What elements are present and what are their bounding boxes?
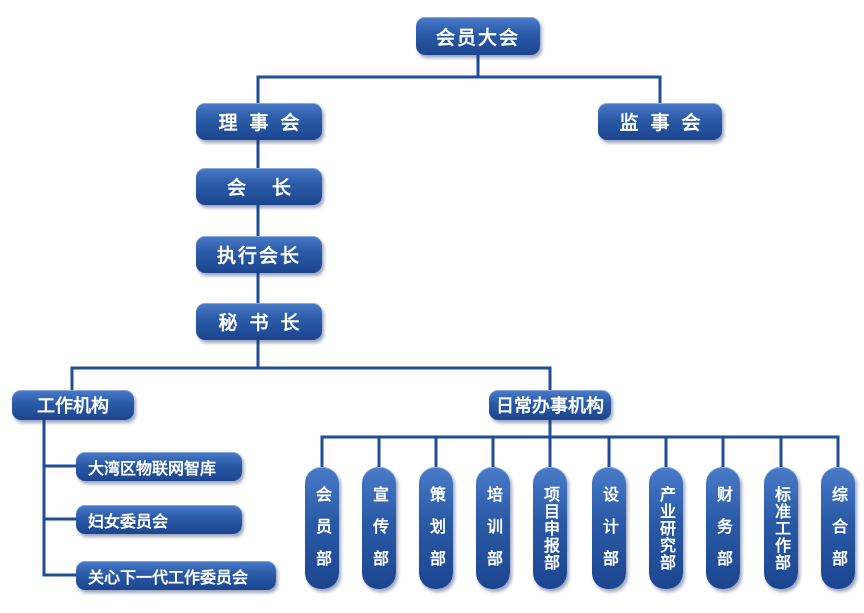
department-item: 财务部 [706,467,740,589]
node-council: 理事会 [196,103,322,140]
node-secretary-general: 秘书长 [196,303,322,340]
node-working-bodies: 工作机构 [12,390,134,420]
working-body-item: 关心下一代工作委员会 [76,561,276,590]
department-item: 培训部 [476,467,510,589]
department-item: 产业研究部 [649,467,683,589]
department-item: 策划部 [419,467,453,589]
working-body-item: 大湾区物联网智库 [76,452,242,481]
node-supervisory-board: 监事会 [598,103,722,140]
department-item: 项目申报部 [533,467,567,589]
node-president: 会长 [196,168,322,205]
node-daily-offices: 日常办事机构 [489,390,611,420]
node-executive-president: 执行会长 [196,236,322,273]
department-item: 会员部 [305,467,339,589]
department-item: 宣传部 [362,467,396,589]
department-item: 设计部 [592,467,626,589]
node-general-assembly: 会员大会 [416,17,540,55]
department-item: 综合部 [821,467,855,589]
department-item: 标准工作部 [764,467,798,589]
working-body-item: 妇女委员会 [76,505,242,534]
